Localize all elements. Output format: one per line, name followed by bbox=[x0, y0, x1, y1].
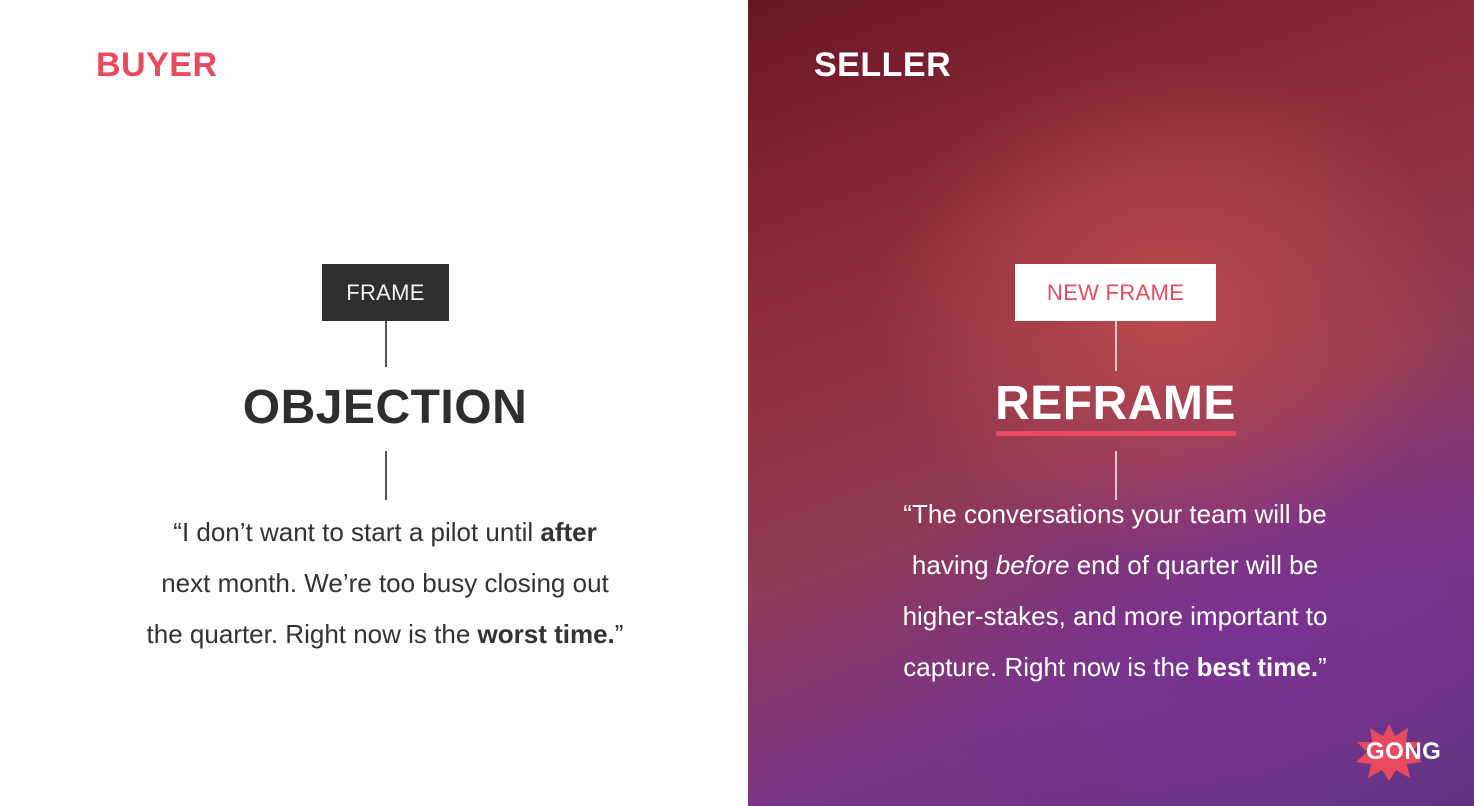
logo-wordmark: GONG bbox=[1366, 738, 1442, 765]
buyer-quote-line-1: “I don’t want to start a pilot until aft… bbox=[173, 517, 597, 547]
seller-label: SELLER bbox=[814, 46, 952, 84]
connector-line-bottom bbox=[385, 451, 387, 500]
seller-quote-line-1: “The conversations your team will be bbox=[903, 499, 1327, 529]
new-frame-tag: NEW FRAME bbox=[1015, 264, 1216, 321]
seller-quote: “The conversations your team will be hav… bbox=[860, 489, 1370, 693]
buyer-quote: “I don’t want to start a pilot until aft… bbox=[110, 507, 660, 660]
buyer-panel: BUYER FRAME OBJECTION “I don’t want to s… bbox=[96, 46, 660, 660]
buyer-quote-line-3: the quarter. Right now is the worst time… bbox=[146, 619, 624, 649]
connector-line-top bbox=[1115, 321, 1117, 371]
seller-quote-line-4: capture. Right now is the best time.” bbox=[903, 652, 1327, 682]
reframe-headline: REFRAME bbox=[995, 377, 1236, 430]
seller-quote-line-3: higher-stakes, and more important to bbox=[902, 601, 1328, 631]
buyer-label: BUYER bbox=[96, 46, 218, 84]
seller-quote-line-2: having before end of quarter will be bbox=[911, 550, 1319, 580]
gong-logo: GONG bbox=[1354, 722, 1446, 782]
frame-tag: FRAME bbox=[322, 264, 449, 321]
reframe-underline bbox=[996, 431, 1236, 436]
connector-line-top bbox=[385, 321, 387, 367]
buyer-quote-line-2: next month. We’re too busy closing out bbox=[161, 568, 609, 598]
starburst-icon bbox=[1356, 724, 1422, 781]
connector-line-bottom bbox=[1115, 451, 1117, 500]
seller-panel: SELLER NEW FRAME REFRAME “The conversati… bbox=[748, 0, 1474, 806]
objection-headline: OBJECTION bbox=[242, 381, 528, 434]
